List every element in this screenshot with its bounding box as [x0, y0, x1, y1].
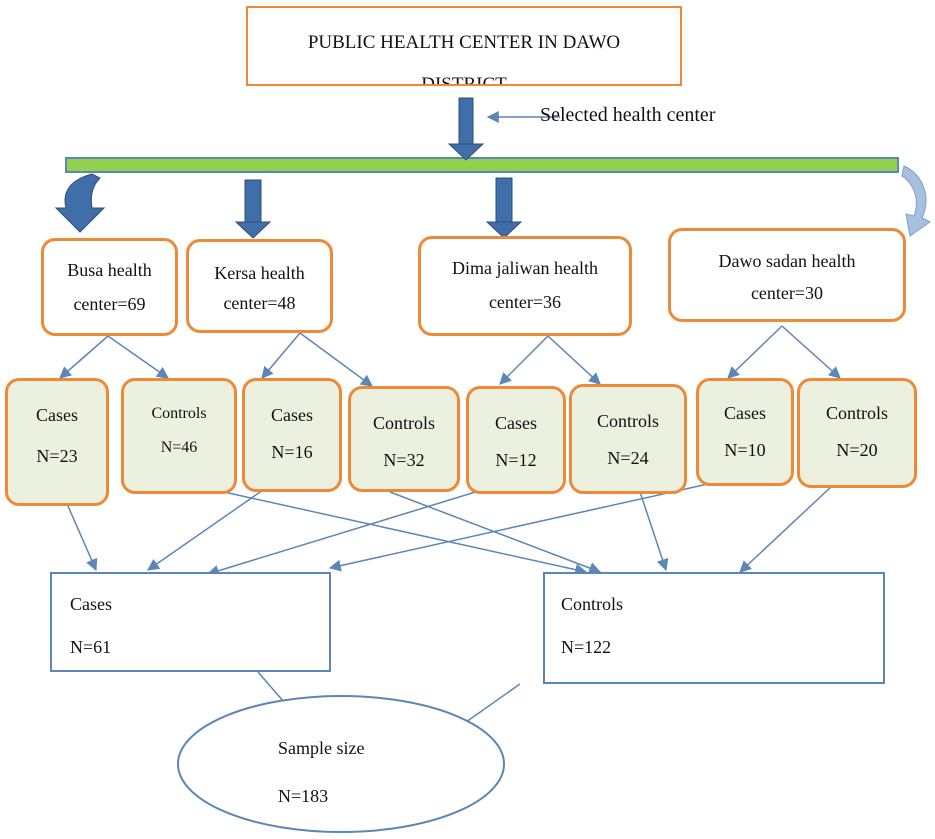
- selected-health-center-label: Selected health center: [540, 104, 716, 126]
- total-controls-label: Controls: [561, 594, 624, 614]
- subgroup-label: Controls: [596, 411, 659, 431]
- subgroup-dawo-cases: Cases N=10: [696, 378, 794, 486]
- center-busa: Busa health center=69: [41, 238, 178, 336]
- sample-size-count: N=183: [278, 786, 329, 806]
- subgroup-kersa-controls: Controls N=32: [348, 386, 460, 492]
- subgroup-count: N=32: [383, 450, 425, 470]
- total-to-sample-lines: [257, 671, 521, 723]
- subgroup-label: Controls: [825, 403, 888, 423]
- total-cases-box: Cases N=61: [50, 572, 331, 672]
- subgroup-dawo-controls: Controls N=20: [797, 378, 917, 488]
- sample-size-oval: [177, 695, 505, 833]
- subgroup-count: N=23: [36, 446, 78, 466]
- subgroup-label: Controls: [372, 413, 435, 433]
- district-title-line2: DISTRICT: [421, 74, 507, 86]
- subgroup-count: N=10: [724, 440, 766, 460]
- center-dawo-sadan: Dawo sadan health center=30: [668, 228, 906, 322]
- subgroup-count: N=46: [160, 439, 198, 456]
- subgroup-label: Cases: [271, 405, 313, 425]
- subgroup-busa-cases: Cases N=23: [5, 378, 109, 506]
- title-down-arrow: [447, 97, 485, 161]
- center-to-subgroup-arrows: [59, 325, 841, 387]
- subgroup-to-total-arrows: [67, 483, 833, 577]
- district-title-line1: PUBLIC HEALTH CENTER IN DAWO: [307, 32, 621, 53]
- center-dima-jaliwan: Dima jaliwan health center=36: [418, 236, 632, 336]
- center-dawo-line1: Dawo sadan health: [718, 251, 856, 271]
- subgroup-dima-cases: Cases N=12: [466, 386, 566, 494]
- center-dima-line1: Dima jaliwan health: [452, 258, 598, 278]
- center-busa-line2: center=69: [73, 294, 146, 314]
- total-cases-count: N=61: [70, 637, 112, 657]
- subgroup-label: Controls: [151, 405, 207, 422]
- arrow-dima: [485, 177, 523, 239]
- subgroup-count: N=24: [607, 448, 649, 468]
- subgroup-label: Cases: [36, 405, 78, 425]
- center-dima-line2: center=36: [488, 292, 562, 312]
- curved-arrow-dawo: [901, 165, 931, 237]
- subgroup-label: Cases: [495, 413, 537, 433]
- sample-size-label: Sample size: [278, 738, 365, 758]
- subgroup-count: N=16: [271, 442, 313, 462]
- center-dawo-line2: center=30: [750, 283, 824, 303]
- subgroup-kersa-cases: Cases N=16: [242, 378, 342, 492]
- total-controls-count: N=122: [561, 637, 612, 657]
- subgroup-dima-controls: Controls N=24: [569, 384, 687, 494]
- total-cases-label: Cases: [70, 594, 112, 614]
- arrow-kersa: [234, 179, 272, 239]
- subgroup-label: Cases: [724, 403, 766, 423]
- distribution-bar: [65, 157, 899, 173]
- subgroup-busa-controls: Controls N=46: [121, 378, 237, 494]
- total-controls-box: Controls N=122: [543, 572, 885, 684]
- center-kersa-line2: center=48: [223, 293, 296, 313]
- center-kersa: Kersa health center=48: [186, 239, 333, 333]
- subgroup-count: N=12: [495, 450, 537, 470]
- district-title-box: PUBLIC HEALTH CENTER IN DAWO DISTRICT: [246, 6, 682, 86]
- center-kersa-line1: Kersa health: [214, 263, 305, 283]
- curved-arrow-busa: [54, 173, 106, 233]
- center-busa-line1: Busa health: [67, 260, 152, 280]
- subgroup-count: N=20: [836, 440, 878, 460]
